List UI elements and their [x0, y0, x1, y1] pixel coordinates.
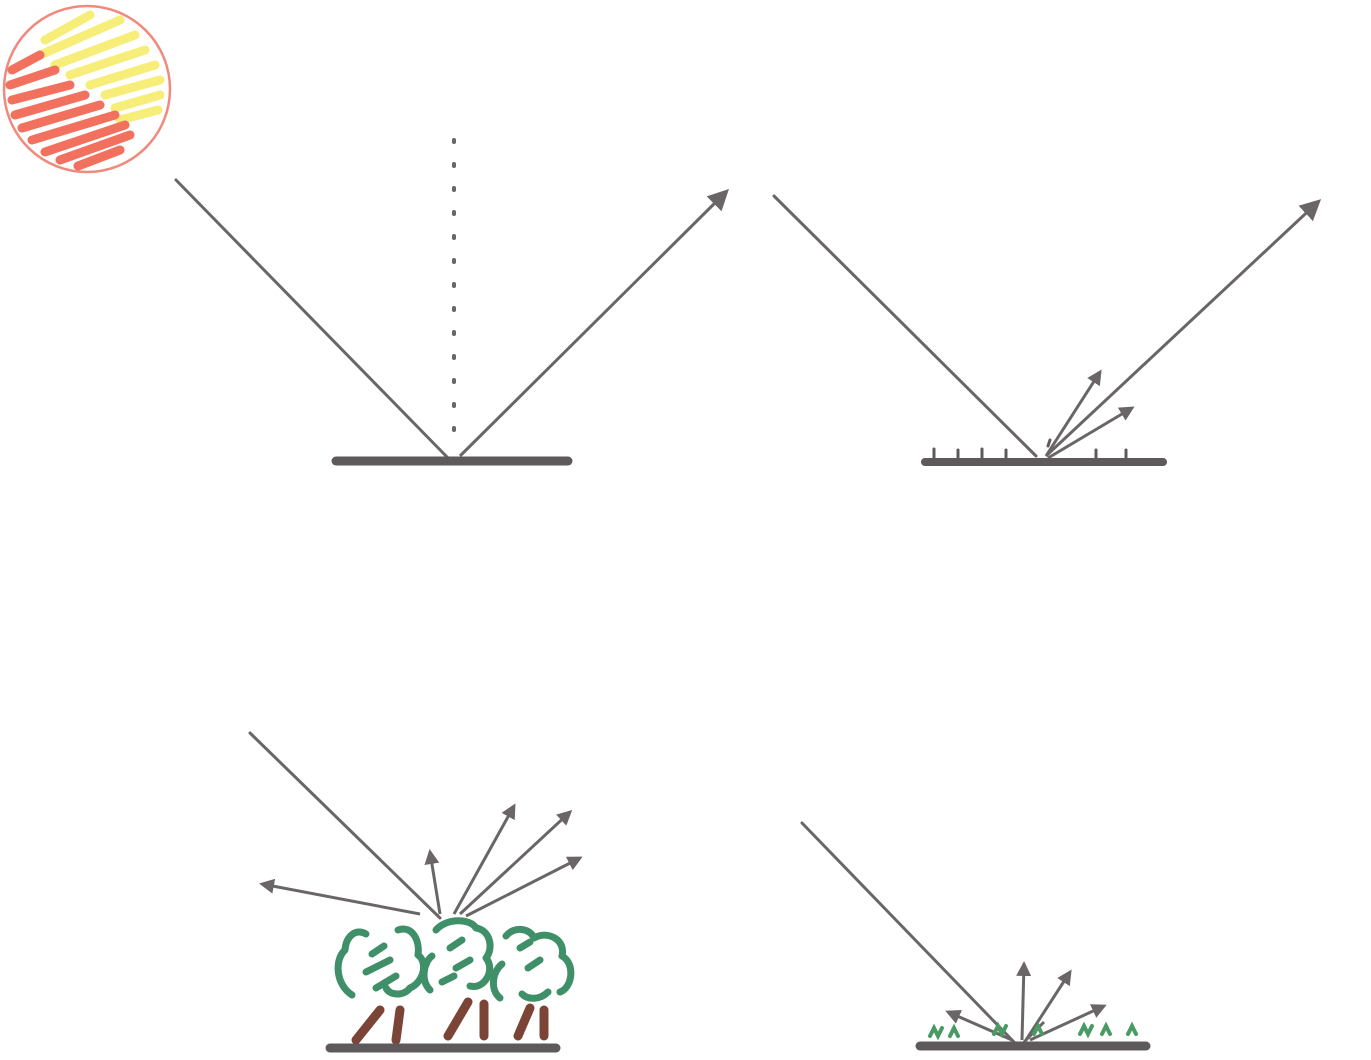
grass-icon	[928, 1021, 1138, 1041]
scattered-ray	[465, 856, 583, 918]
sun-yellow-hatching	[35, 10, 165, 125]
tree-foliage	[334, 917, 575, 1002]
panel-vegetation	[248, 731, 583, 1053]
reflected-ray	[458, 189, 729, 458]
surface-roughness	[932, 438, 1128, 460]
panel-specular	[174, 138, 729, 466]
incident-ray	[174, 178, 450, 460]
incident-ray	[772, 194, 1038, 458]
sun-outline	[2, 4, 172, 174]
sun-red-hatching	[5, 50, 135, 171]
scattered-ray	[1044, 369, 1102, 457]
incident-ray	[800, 821, 1016, 1044]
scattered-ray	[1016, 961, 1032, 1041]
scattered-ray	[259, 878, 421, 916]
tree-trunks	[351, 997, 549, 1045]
panel-rough-surface	[772, 194, 1322, 466]
tree-icon	[334, 917, 575, 1045]
scattered-ray	[1024, 969, 1072, 1041]
sun-icon	[2, 4, 172, 174]
scattered-ray	[452, 803, 516, 915]
scattered-ray	[458, 809, 573, 916]
panel-grass	[800, 821, 1151, 1051]
scattered-ray	[1047, 406, 1135, 460]
incident-ray	[248, 731, 442, 920]
reflected-ray	[1044, 199, 1322, 458]
scattered-ray	[424, 849, 442, 915]
